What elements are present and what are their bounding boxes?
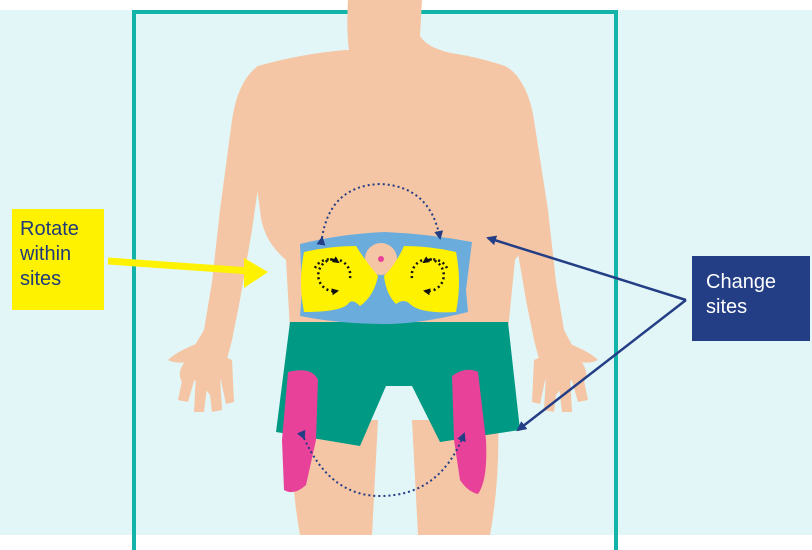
- neck: [347, 0, 470, 56]
- injection-sites-diagram: [0, 0, 812, 535]
- change-label-line-2: sites: [706, 295, 796, 320]
- change-sites-label: Change sites: [692, 256, 810, 341]
- rotate-label-line-2: within: [20, 242, 96, 267]
- rotate-label-line-3: sites: [20, 267, 96, 292]
- navel: [378, 256, 384, 262]
- rotate-within-sites-label: Rotate within sites: [12, 209, 104, 310]
- rotate-label-line-1: Rotate: [20, 217, 96, 242]
- change-label-line-1: Change: [706, 270, 796, 295]
- rotate-arrow-head: [244, 258, 268, 288]
- change-arrow-icon: [488, 238, 686, 430]
